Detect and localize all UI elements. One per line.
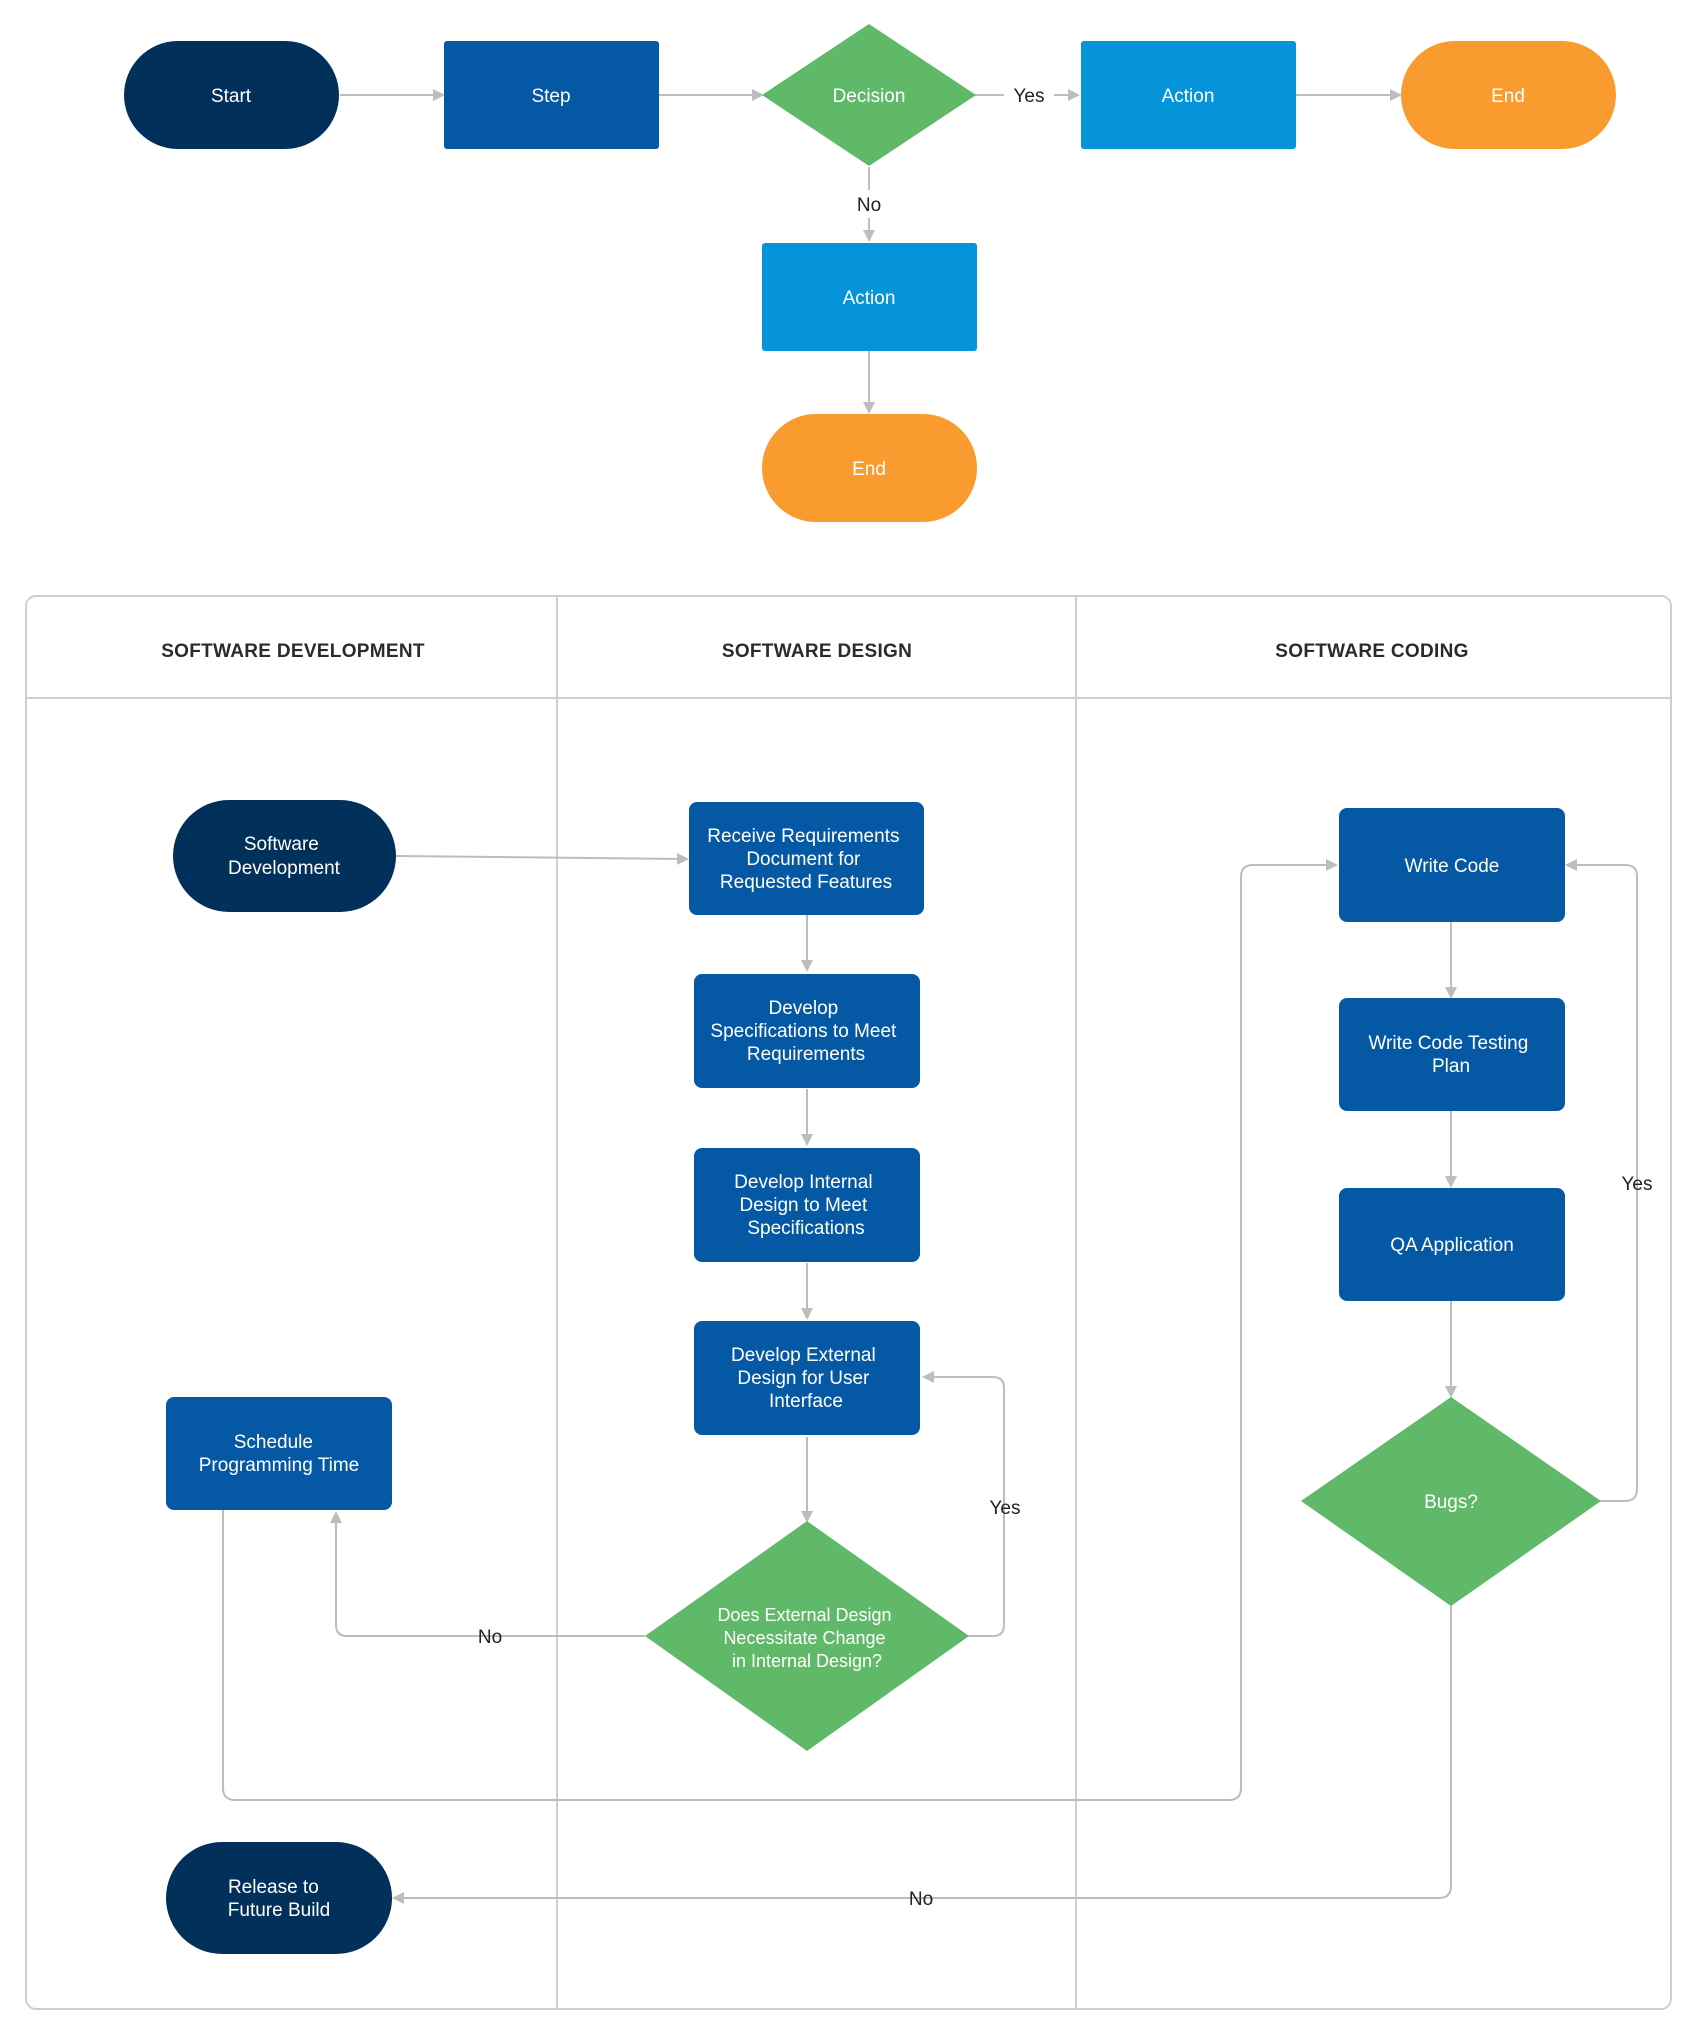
swimlane-edges [222,852,1638,1904]
design-yes-label: Yes [990,1498,1021,1519]
end-terminal-down[interactable]: End [762,414,977,522]
lane-title-design: SOFTWARE DESIGN [722,641,912,662]
step-box[interactable]: Step [444,41,659,149]
start-terminal[interactable]: Start [124,41,339,149]
edge-decision-yes-loop [922,1371,1005,1637]
external-design-decision-label: Does External Design Necessitate Change … [717,1605,896,1671]
decision-label: Decision [833,86,906,107]
swimlane-nodes: Software Development Receive Requirement… [166,800,1653,1954]
action-down-label: Action [843,288,896,309]
lane-title-development: SOFTWARE DEVELOPMENT [161,641,425,662]
bugs-label: Bugs? [1424,1492,1478,1513]
swimlane-border [25,595,1672,2010]
release-future-build-terminal[interactable]: Release to Future Build [166,1842,392,1954]
write-code-box[interactable]: Write Code [1339,808,1565,922]
legend-flow: Start Step Decision Yes No Action End Ac… [124,24,1616,522]
edge-decision-no [330,1511,645,1637]
step-label: Step [531,86,570,107]
develop-specifications-label: Develop Specifications to Meet Requireme… [710,998,901,1065]
receive-requirements-box[interactable]: Receive Requirements Document for Reques… [689,802,924,915]
end-terminal-right[interactable]: End [1401,41,1616,149]
bugs-yes-label: Yes [1622,1174,1653,1195]
decision-diamond[interactable]: Decision [762,24,976,166]
yes-label: Yes [1014,86,1045,107]
bugs-no-label: No [909,1889,933,1910]
schedule-programming-box[interactable]: Schedule Programming Time [166,1397,392,1510]
qa-application-label: QA Application [1390,1235,1514,1256]
schedule-programming-label: Schedule Programming Time [199,1432,360,1476]
write-code-label: Write Code [1405,856,1500,877]
software-development-terminal[interactable]: Software Development [173,800,396,912]
bugs-decision-diamond[interactable]: Bugs? [1301,1397,1601,1606]
swimlane-frame: SOFTWARE DEVELOPMENT SOFTWARE DESIGN SOF… [25,595,1672,2010]
develop-external-design-label: Develop External Design for User Interfa… [731,1345,881,1412]
action-right-label: Action [1162,86,1215,107]
edge-schedule-writecode [222,859,1338,1801]
qa-application-box[interactable]: QA Application [1339,1188,1565,1301]
develop-internal-design-box[interactable]: Develop Internal Design to Meet Specific… [694,1148,920,1262]
develop-internal-design-label: Develop Internal Design to Meet Specific… [734,1172,878,1239]
write-test-plan-label: Write Code Testing Plan [1368,1033,1533,1077]
start-label: Start [211,86,252,107]
end-right-label: End [1491,86,1525,107]
release-future-build-label: Release to Future Build [228,1877,330,1921]
develop-specifications-box[interactable]: Develop Specifications to Meet Requireme… [694,974,920,1088]
develop-external-design-box[interactable]: Develop External Design for User Interfa… [694,1321,920,1435]
receive-requirements-label: Receive Requirements Document for Reques… [707,826,904,893]
lane-title-coding: SOFTWARE CODING [1275,641,1468,662]
no-label: No [857,195,881,216]
external-design-decision-diamond[interactable]: Does External Design Necessitate Change … [645,1521,969,1751]
edge-bugs-yes-loop [1565,859,1638,1502]
edge-sdev-receive [395,852,689,865]
action-box-down[interactable]: Action [762,243,977,351]
action-box-right[interactable]: Action [1081,41,1296,149]
end-down-label: End [852,459,886,480]
write-test-plan-box[interactable]: Write Code Testing Plan [1339,998,1565,1111]
software-development-label: Software Development [228,834,341,879]
edge-bugs-no-release [392,1606,1452,1904]
design-no-label: No [478,1627,502,1648]
